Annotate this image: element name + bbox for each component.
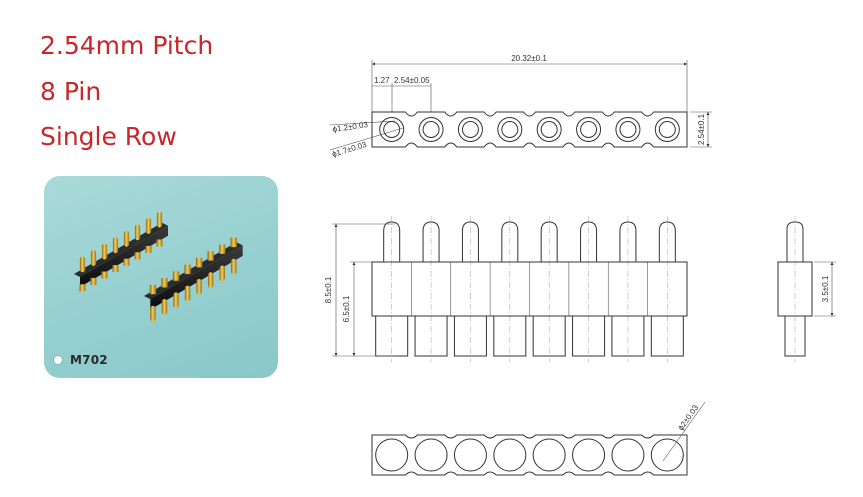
dimension-side-height: 3.5±0.1 [821, 275, 830, 302]
connector-body-front [150, 245, 243, 310]
top-view-hole-outer [576, 117, 602, 142]
connector-pin [112, 237, 119, 254]
top-view-hole-outer [536, 117, 562, 142]
connector-illustration [74, 211, 243, 322]
connector-pin-tail [173, 292, 179, 309]
connector-pin [219, 244, 226, 254]
pitch-heading: 2.54mm Pitch [40, 31, 214, 60]
connector-body-top [144, 242, 243, 300]
top-view-hole-outer [457, 117, 483, 142]
top-view-hole-outer [615, 117, 641, 142]
connector-pin-tail [123, 258, 130, 266]
bottom-view-hole [532, 438, 566, 472]
bottom-view-body [371, 434, 688, 476]
top-view: 20.32±0.1 1.27 2.54±0.05 2.54±0.1 ϕ1.2±0… [329, 54, 712, 159]
connector-pin [184, 264, 191, 275]
connector-pin-tail [90, 277, 97, 285]
top-view-hole-inner [658, 121, 676, 138]
connector-pin-tail [134, 252, 141, 260]
top-view-hole-outer [418, 117, 444, 142]
top-view-hole-inner [461, 121, 479, 138]
bottom-view-hole [650, 438, 684, 472]
connector-pin [101, 243, 108, 260]
dimension-overall-length: 20.32±0.1 [511, 54, 547, 63]
dimension-hole-inner: ϕ1.2±0.03 [332, 120, 369, 134]
row-type-heading: Single Row [40, 122, 177, 151]
connector-pin [149, 284, 157, 295]
bottom-view-hole [611, 438, 645, 472]
top-view-hole-inner [580, 121, 598, 138]
top-view-hole-inner [422, 121, 440, 138]
connector-body-top [74, 222, 168, 277]
side-view: 3.5±0.1 [777, 216, 836, 362]
leader-bottom-hole [662, 401, 706, 462]
dimension-hole-outer: ϕ1.7±0.03 [331, 140, 368, 159]
connector-pin-tail [79, 284, 86, 292]
bottom-view-hole [375, 438, 409, 472]
bottom-view-hole [493, 438, 527, 472]
connector-pin [79, 256, 86, 273]
connector-pin [123, 230, 130, 247]
connector-pin [156, 211, 163, 228]
connector-pin-tail [156, 239, 163, 247]
connector-pin [161, 278, 168, 288]
dimension-width: 2.54±0.1 [697, 113, 706, 145]
bottom-view-hole [414, 438, 448, 472]
connector-pin [207, 251, 214, 261]
dimension-offset: 1.27 [374, 76, 390, 85]
connector-pin [195, 257, 203, 268]
dimension-bottom-hole: ϕ2±0.03 [676, 403, 700, 432]
dimension-total-height: 8.5±0.1 [324, 276, 333, 303]
bottom-view-hole [572, 438, 606, 472]
connector-pin [230, 237, 237, 248]
pin-count-heading: 8 Pin [40, 77, 102, 106]
connector-pin-tail [231, 258, 237, 275]
product-photo: M702 [44, 176, 278, 378]
top-view-hole-outer [654, 117, 680, 142]
connector-pin [134, 224, 141, 241]
front-view: 8.5±0.1 6.5±0.1 [324, 216, 688, 362]
connector-pin-tail [161, 299, 168, 315]
connector-pin-tail [112, 265, 119, 273]
leader-hole-outer [329, 127, 404, 151]
connector-pin-tail [207, 272, 214, 288]
bottom-view-hole [453, 438, 487, 472]
connector-pin [172, 271, 180, 281]
leader-hole-inner [329, 120, 396, 126]
connector-pin-tail [184, 285, 191, 302]
connector-pin [90, 249, 97, 266]
connector-pin-tail [196, 278, 202, 295]
dimension-pitch: 2.54±0.05 [394, 76, 430, 85]
bottom-view: ϕ2±0.03 [371, 401, 706, 476]
top-view-body [371, 111, 688, 148]
top-view-hole-outer [497, 117, 523, 142]
connector-pin-tail [150, 305, 156, 322]
bullet-dot-icon [54, 356, 62, 364]
top-view-hole-inner [383, 121, 401, 138]
connector-pin [145, 217, 152, 234]
model-label: M702 [70, 353, 108, 367]
top-view-hole-inner [540, 121, 558, 138]
top-view-hole-outer [379, 117, 405, 142]
model-badge: M702 [54, 353, 108, 367]
connector-pin-tail [145, 245, 152, 253]
top-view-hole-inner [501, 121, 519, 138]
dimension-body-height: 6.5±0.1 [342, 295, 351, 322]
connector-pin-tail [219, 265, 225, 282]
top-view-hole-inner [619, 121, 637, 138]
connector-pin-tail [101, 271, 108, 279]
